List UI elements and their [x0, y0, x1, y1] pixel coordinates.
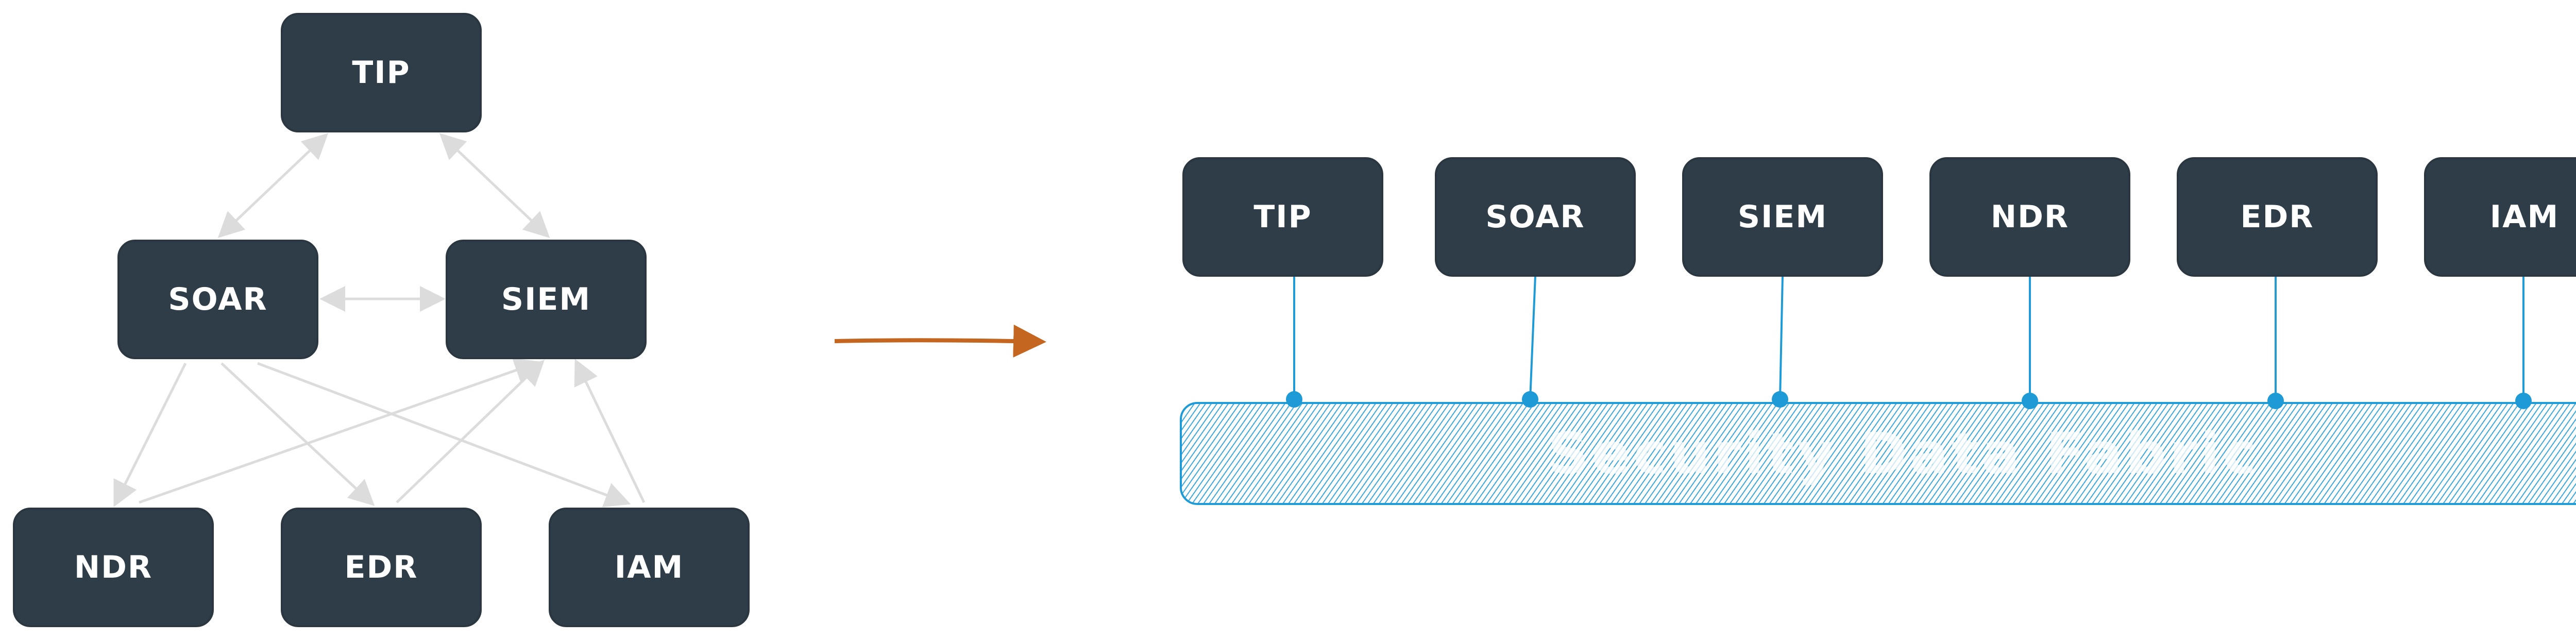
fabric-node-label: NDR — [1990, 199, 2070, 235]
mesh-node-label: SOAR — [168, 281, 268, 317]
mesh-node-label: IAM — [614, 549, 684, 585]
fabric-node-card-siem[interactable]: SIEM — [1682, 157, 1883, 277]
fabric-node-label: EDR — [2240, 199, 2314, 235]
transition-arrow — [834, 324, 1046, 358]
mesh-node-label: EDR — [344, 549, 418, 585]
fabric-node-label: TIP — [1253, 199, 1312, 235]
fabric-link-siem — [1779, 275, 1784, 400]
fabric-node-card-iam[interactable]: IAM — [2424, 157, 2576, 277]
mesh-node-edr[interactable]: EDR — [281, 508, 482, 627]
fabric-node-card-soar[interactable]: SOAR — [1435, 157, 1636, 277]
mesh-node-tip[interactable]: TIP — [281, 13, 482, 132]
connector-soar-ndr — [113, 362, 187, 507]
mesh-node-siem[interactable]: SIEM — [446, 240, 647, 359]
connector-soar-iam — [257, 362, 631, 508]
mesh-node-label: NDR — [74, 549, 153, 585]
connector-soar-edr — [221, 362, 375, 506]
connector-ndr-siem — [139, 358, 541, 504]
mesh-node-ndr[interactable]: NDR — [13, 508, 214, 627]
fabric-node-card-edr[interactable]: EDR — [2177, 157, 2378, 277]
mesh-node-label: TIP — [352, 55, 411, 91]
fabric-node-card-ndr[interactable]: NDR — [1929, 157, 2130, 277]
fabric-label: Security Data Fabric — [1548, 421, 2260, 486]
fabric-node-label: SIEM — [1737, 199, 1828, 235]
connector-edr-siem — [396, 360, 545, 503]
connector-tip-siem — [439, 133, 550, 238]
mesh-node-soar[interactable]: SOAR — [117, 240, 318, 359]
connector-tip-soar — [217, 133, 329, 238]
fabric-node-label: SOAR — [1485, 199, 1585, 235]
security-data-fabric[interactable]: Security Data Fabric — [1180, 402, 2576, 505]
fabric-link-soar — [1529, 275, 1536, 400]
mesh-node-label: SIEM — [501, 281, 591, 317]
fabric-node-label: IAM — [2489, 199, 2560, 235]
connector-iam-siem — [574, 358, 646, 503]
mesh-node-iam[interactable]: IAM — [549, 508, 750, 627]
fabric-node-card-tip[interactable]: TIP — [1182, 157, 1383, 277]
